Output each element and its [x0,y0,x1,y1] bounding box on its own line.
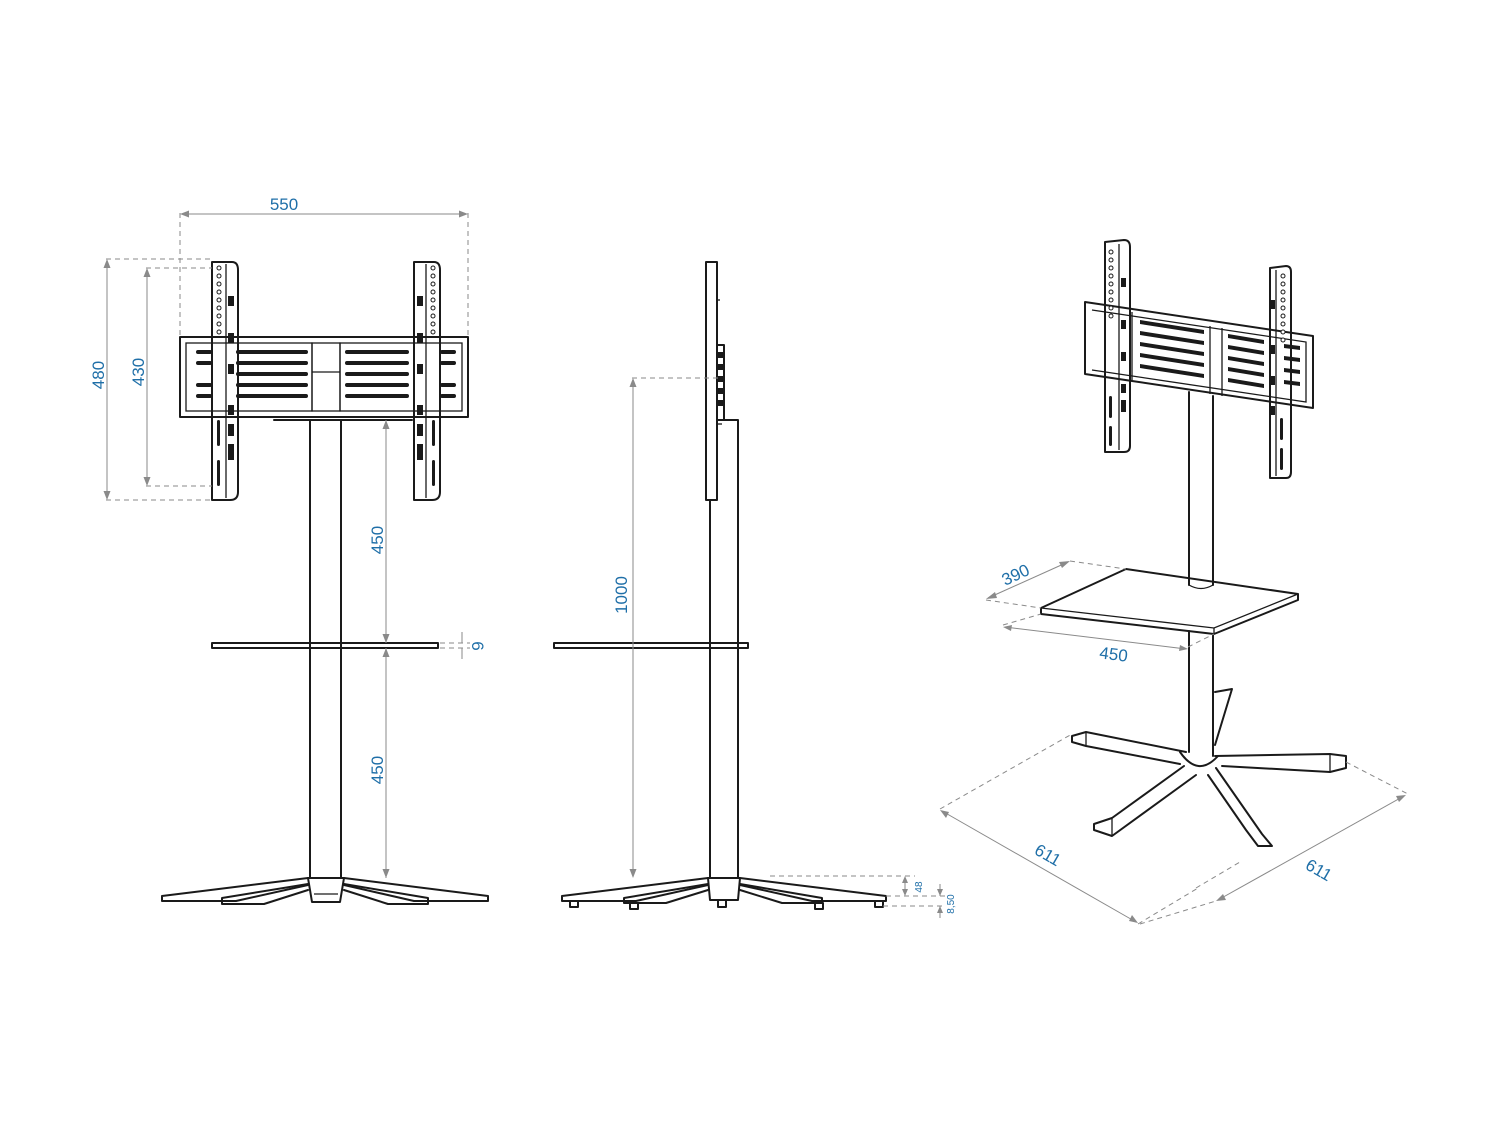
dim-upper-pole: 450 [368,526,387,554]
front-dimensions [103,210,470,878]
iso-left-bracket [1104,239,1131,453]
dim-base-span-left: 611 [1031,840,1064,870]
iso-right-bracket [1269,265,1292,479]
iso-mount-frame [1084,301,1314,409]
iso-dimensions [939,560,1409,925]
dim-base-span-right: 611 [1302,855,1335,885]
front-left-bracket [211,261,239,501]
isometric-view: 390 450 611 611 [939,239,1409,925]
front-view: 550 480 430 450 450 6 [89,195,489,905]
dim-shelf-width: 450 [1098,643,1128,665]
front-base [161,877,489,905]
front-right-bracket [413,261,441,501]
dim-foot-height: 8,50 [946,894,957,914]
iso-base [1071,688,1347,847]
side-shelf [553,642,749,649]
front-mount-frame [179,336,469,421]
dim-lower-pole: 450 [368,756,387,784]
dim-front-height-inner: 430 [129,358,148,386]
side-view: 1000 48 8,50 [553,261,957,918]
side-mount-plate [705,261,725,501]
dim-shelf-depth: 390 [999,560,1033,589]
front-shelf [211,642,439,649]
dim-front-height-outer: 480 [89,361,108,389]
dim-front-width: 550 [270,195,298,214]
dim-side-height: 1000 [612,576,631,614]
side-dimensions [629,377,945,918]
dim-base-height: 48 [914,881,925,893]
side-base [561,877,887,910]
side-pole [709,419,739,879]
iso-shelf [1040,568,1299,635]
iso-pole-upper [1188,391,1214,590]
iso-pole-lower [1188,630,1214,757]
dim-shelf-thickness: 6 [468,641,487,650]
